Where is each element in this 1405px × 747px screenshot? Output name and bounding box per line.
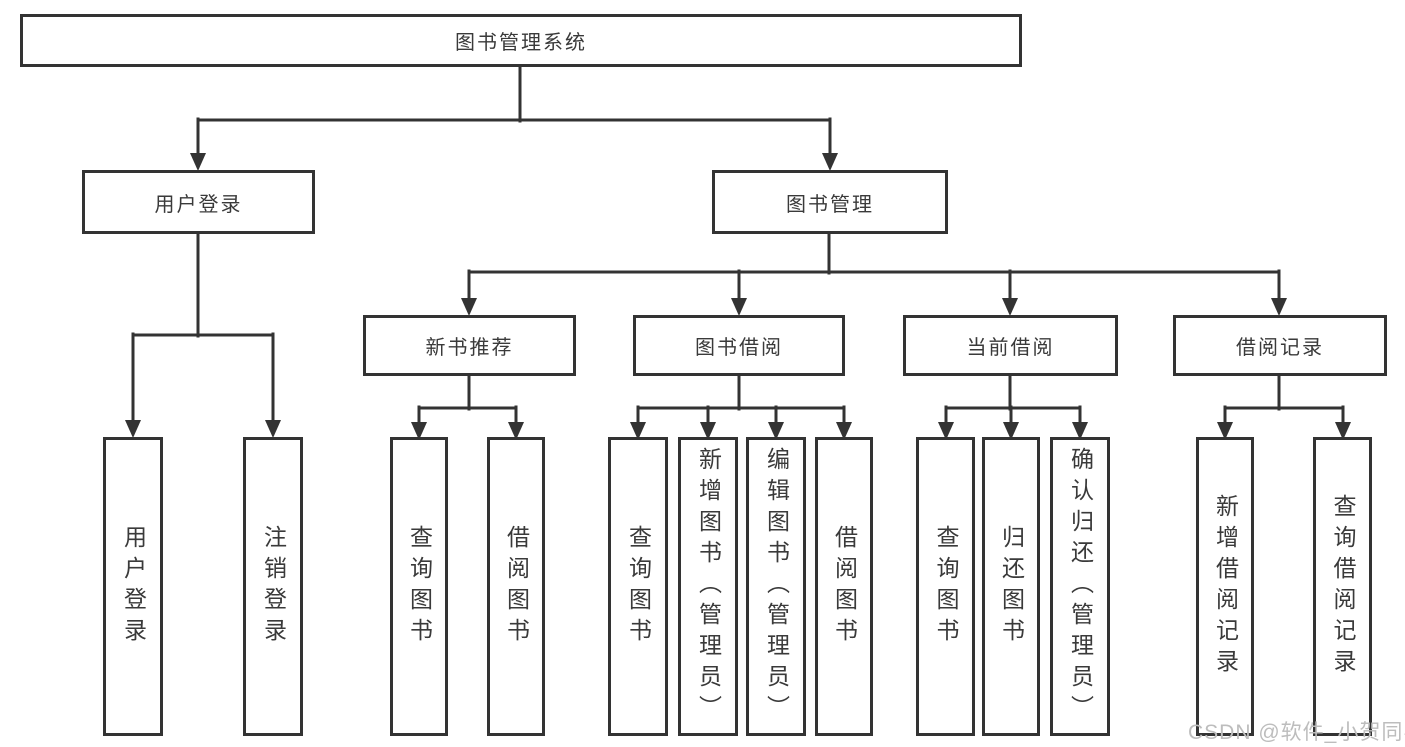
node-label: 新增借阅记录 [1212, 493, 1239, 680]
node-label: 图书借阅 [695, 337, 783, 359]
leaf-user-login: 用户登录 [103, 437, 163, 736]
node-label: 编辑图书（管理员） [763, 447, 790, 726]
node-label: 借阅图书 [831, 524, 858, 649]
leaf-borrow-books: 借阅图书 [815, 437, 873, 736]
node-label: 确认归还（管理员） [1067, 447, 1094, 726]
node-label: 归还图书 [998, 524, 1025, 649]
leaf-query-books-recommend: 查询图书 [390, 437, 448, 736]
node-label: 注销登录 [260, 524, 287, 649]
node-label: 借阅图书 [503, 524, 530, 649]
node-label: 新增图书（管理员） [695, 447, 722, 726]
leaf-add-books-admin: 新增图书（管理员） [678, 437, 738, 736]
node-label: 借阅记录 [1236, 337, 1324, 359]
node-label: 新书推荐 [425, 337, 514, 359]
leaf-confirm-return-admin: 确认归还（管理员） [1050, 437, 1110, 736]
node-current-borrowing: 当前借阅 [903, 315, 1118, 376]
leaf-query-books-current: 查询图书 [916, 437, 975, 736]
leaf-return-books: 归还图书 [982, 437, 1040, 736]
node-book-borrowing: 图书借阅 [633, 315, 845, 376]
leaf-add-borrow-record: 新增借阅记录 [1196, 437, 1254, 736]
node-book-management-system: 图书管理系统 [20, 14, 1022, 67]
node-label: 查询图书 [406, 524, 433, 649]
leaf-edit-books-admin: 编辑图书（管理员） [746, 437, 806, 736]
node-label: 当前借阅 [966, 337, 1055, 359]
node-label: 查询借阅记录 [1330, 493, 1356, 680]
leaf-logout: 注销登录 [243, 437, 303, 736]
node-user-login: 用户登录 [82, 170, 315, 234]
node-label: 查询图书 [625, 524, 652, 649]
leaf-query-books-borrowing: 查询图书 [608, 437, 668, 736]
node-borrowing-records: 借阅记录 [1173, 315, 1387, 376]
node-new-book-recommendation: 新书推荐 [363, 315, 576, 376]
node-label: 查询图书 [933, 524, 959, 649]
leaf-query-borrow-record: 查询借阅记录 [1313, 437, 1372, 736]
node-label: 用户登录 [154, 193, 243, 216]
node-label: 图书管理系统 [455, 32, 587, 54]
watermark: CSDN @软件_小贺同学 [1188, 721, 1405, 744]
node-label: 用户登录 [120, 524, 147, 649]
node-book-management: 图书管理 [712, 170, 948, 234]
node-label: 图书管理 [786, 193, 874, 216]
leaf-borrow-books-recommend: 借阅图书 [487, 437, 545, 736]
